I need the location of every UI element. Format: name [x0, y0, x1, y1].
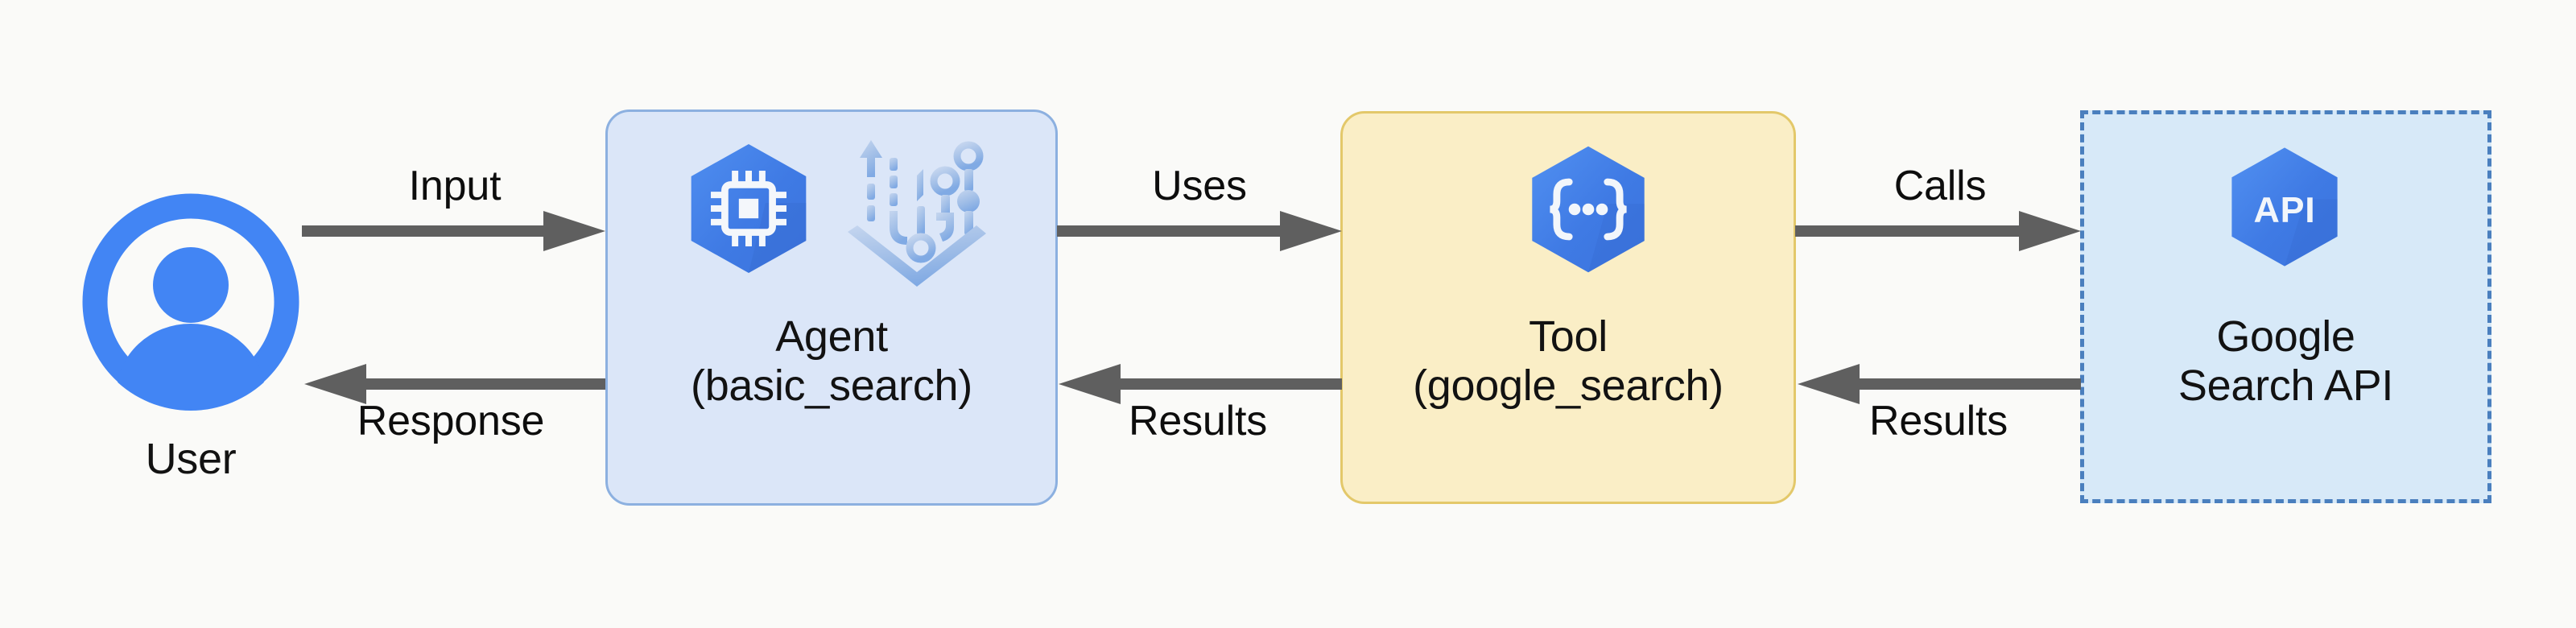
edge-tool-to-api: [1795, 211, 2081, 251]
agent-label-line2: (basic_search): [691, 362, 972, 411]
user-avatar-icon[interactable]: [82, 193, 299, 411]
api-hexagon-icon: API: [2220, 143, 2349, 271]
svg-text:API: API: [2253, 190, 2315, 230]
tool-label-line2: (google_search): [1413, 362, 1724, 411]
api-label-line1: Google: [2216, 312, 2355, 361]
edge-label-response: Response: [357, 398, 545, 444]
workflow-orchestration-icon: [833, 129, 986, 290]
tool-node-label: Tool(google_search): [1340, 312, 1796, 411]
user-node-label: User: [145, 435, 237, 483]
edge-label-results-api-to-tool: Results: [1869, 398, 2008, 444]
edge-label-results-tool-to-agent: Results: [1129, 398, 1267, 444]
edge-label-calls: Calls: [1893, 163, 1987, 209]
agent-node-label: Agent(basic_search): [605, 312, 1058, 411]
edge-user-to-agent: [302, 211, 605, 251]
edge-agent-to-tool: [1057, 211, 1342, 251]
code-braces-hexagon-icon: [1520, 141, 1657, 278]
edge-label-input: Input: [408, 163, 502, 209]
edge-label-uses: Uses: [1152, 163, 1247, 209]
tool-label-line1: Tool: [1529, 312, 1608, 361]
agent-label-line1: Agent: [775, 312, 888, 361]
google-search-api-node[interactable]: [2080, 110, 2491, 503]
agent-node[interactable]: [605, 109, 1058, 506]
api-label-line2: Search API: [2178, 362, 2394, 411]
cpu-chip-hexagon-icon: [679, 138, 819, 279]
